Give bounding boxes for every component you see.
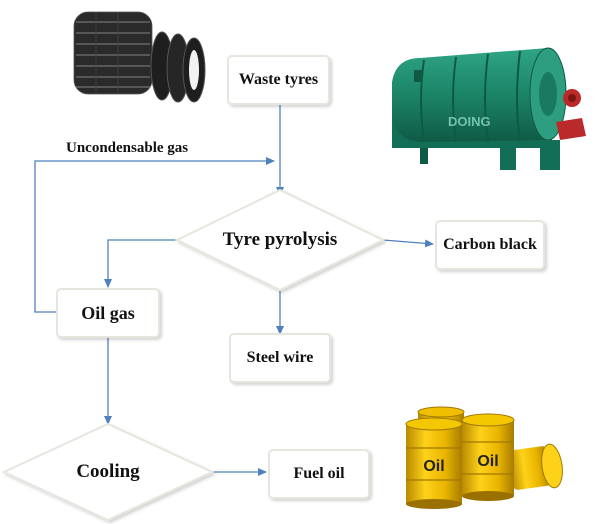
barrel-label-left: Oil — [423, 458, 444, 475]
steel-wire-node — [229, 333, 331, 383]
tyres-icon — [73, 11, 206, 103]
pyrolysis-diamond — [174, 188, 386, 292]
oil-gas-node — [56, 288, 160, 338]
cooling-diamond — [1, 422, 215, 522]
oil-gas-label: Oil gas — [81, 302, 135, 323]
fuel-oil-label: Fuel oil — [293, 465, 345, 482]
fuel-oil-node — [268, 449, 370, 499]
waste-tyres-label: Waste tyres — [238, 71, 319, 88]
arrow-pyrolysis-to-carbon — [382, 239, 434, 248]
cooling-label: Cooling — [76, 461, 140, 482]
arrow-pyrolysis-to-oilgas — [104, 239, 180, 288]
arrow-uncondensable-gas — [34, 157, 275, 313]
tyre-pyrolysis-label: Tyre pyrolysis — [222, 229, 338, 250]
uncondensable-gas-label: Uncondensable gas — [66, 139, 189, 156]
oil-barrels-icon: Oil Oil — [405, 406, 563, 509]
steel-wire-label: Steel wire — [246, 349, 314, 366]
carbon-black-node — [435, 220, 545, 270]
connectors — [34, 105, 434, 476]
pyrolysis-reactor-icon: DOING — [392, 47, 586, 170]
machine-brand-text: DOING — [448, 114, 491, 129]
barrel-label-right: Oil — [477, 453, 498, 470]
carbon-black-label: Carbon black — [443, 236, 537, 253]
waste-tyres-node — [227, 55, 330, 105]
